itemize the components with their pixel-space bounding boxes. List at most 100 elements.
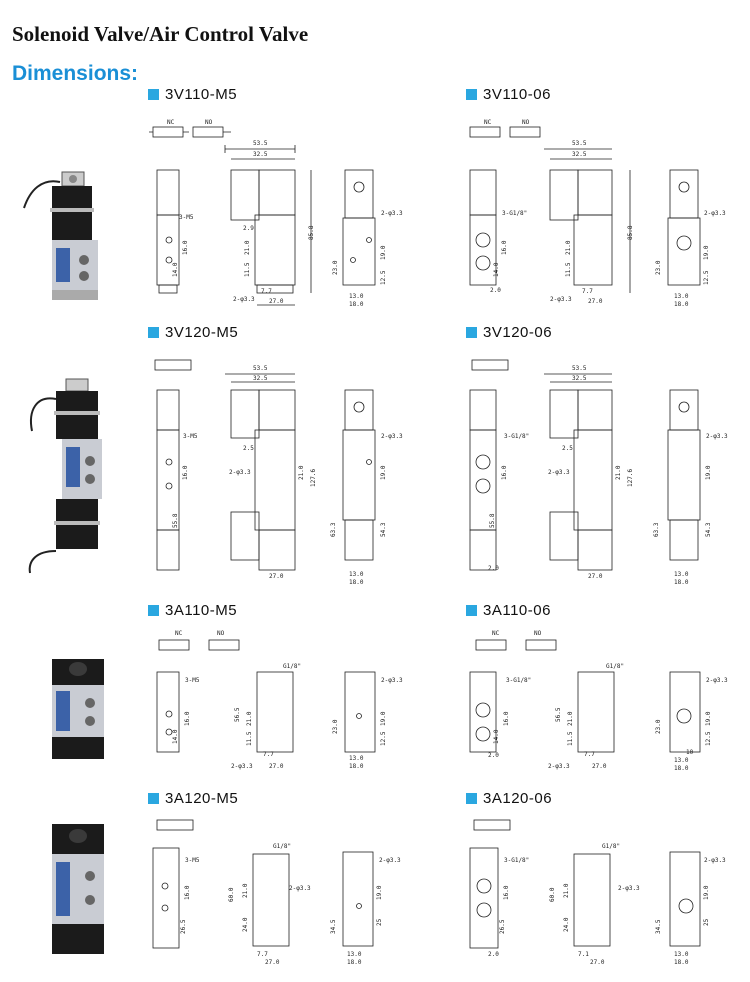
dim-label: 32.5 bbox=[253, 151, 268, 158]
dim-label: 54.3 bbox=[380, 522, 387, 537]
dim-label: 19.0 bbox=[376, 885, 383, 900]
dim-label: NO bbox=[534, 630, 542, 637]
dim-label: 27.0 bbox=[588, 298, 603, 305]
dim-label: 2-φ3.3 bbox=[618, 885, 640, 892]
dim-label: NO bbox=[217, 630, 225, 637]
dim-label: 56.5 bbox=[234, 707, 241, 722]
model-label: 3V120-M5 bbox=[148, 324, 238, 341]
dim-label: 25 bbox=[376, 918, 383, 926]
dim-label: 11.5 bbox=[244, 262, 251, 277]
valve-photo-3a120 bbox=[52, 824, 104, 954]
dim-label: 2-φ3.3 bbox=[231, 763, 253, 770]
dim-label: 2-φ3.3 bbox=[289, 885, 311, 892]
dim-label: 19.0 bbox=[703, 885, 710, 900]
valve-photo-3v110 bbox=[23, 171, 98, 300]
dim-label: 23.0 bbox=[332, 719, 339, 734]
model-marker-icon bbox=[148, 89, 159, 100]
dim-label: 11.5 bbox=[567, 731, 574, 746]
dim-label: 13.0 bbox=[674, 951, 689, 958]
dim-label: 24.0 bbox=[242, 917, 249, 932]
dim-label: 26.5 bbox=[499, 919, 506, 934]
dim-label: 55.8 bbox=[489, 513, 496, 528]
dim-label: 2-φ3.3 bbox=[379, 857, 401, 864]
dim-label: 127.6 bbox=[310, 469, 317, 487]
dim-label: 3-M5 bbox=[185, 677, 200, 684]
dim-label: 27.0 bbox=[265, 959, 280, 966]
dim-label: 2-φ3.3 bbox=[704, 857, 726, 864]
dim-label: G1/8" bbox=[606, 663, 624, 670]
dim-label: 21.0 bbox=[565, 240, 572, 255]
dim-label: 2.9 bbox=[243, 225, 254, 232]
dim-label: 63.3 bbox=[330, 522, 337, 537]
dim-label: 13.0 bbox=[349, 571, 364, 578]
dim-label: 19.0 bbox=[380, 711, 387, 726]
dim-label: 21.0 bbox=[244, 240, 251, 255]
section-heading: Dimensions: bbox=[12, 62, 139, 85]
dim-label: 16.0 bbox=[184, 711, 191, 726]
drawing-3a110-m5: NC NO 3-M5 16.0 14.0 G1/8" 56.5 21.0 11.… bbox=[156, 630, 403, 770]
dim-label: 2-φ3.3 bbox=[548, 469, 570, 476]
dim-label: 11.5 bbox=[246, 731, 253, 746]
dim-label: 2-φ3.3 bbox=[548, 763, 570, 770]
dim-label: 27.0 bbox=[592, 763, 607, 770]
dim-label: 2.5 bbox=[243, 445, 254, 452]
dim-label: 11.5 bbox=[565, 262, 572, 277]
dim-label: 23.0 bbox=[655, 719, 662, 734]
dim-label: 14.0 bbox=[172, 729, 179, 744]
dim-label: 13.0 bbox=[674, 293, 689, 300]
dim-label: NC bbox=[484, 119, 492, 126]
model-label: 3A110-M5 bbox=[148, 602, 237, 619]
dim-label: 60.0 bbox=[228, 887, 235, 902]
model-label: 3V110-06 bbox=[466, 86, 551, 103]
dim-label: 10 bbox=[686, 749, 694, 756]
model-marker-icon bbox=[466, 793, 477, 804]
dim-label: 2-φ3.3 bbox=[381, 210, 403, 217]
dim-label: 7.7 bbox=[261, 288, 272, 295]
dim-label: 14.0 bbox=[493, 262, 500, 277]
dim-label: 27.0 bbox=[590, 959, 605, 966]
dim-label: 18.0 bbox=[674, 579, 689, 586]
dim-label: G1/8" bbox=[283, 663, 301, 670]
dim-label: NC bbox=[175, 630, 183, 637]
dim-label: 19.0 bbox=[380, 245, 387, 260]
model-name: 3A110-M5 bbox=[165, 602, 238, 619]
dim-label: 19.0 bbox=[705, 465, 712, 480]
valve-photo-3v120 bbox=[28, 378, 102, 574]
dim-label: 3-G1/8" bbox=[504, 433, 529, 440]
dim-label: 13.0 bbox=[349, 755, 364, 762]
dim-label: 18.0 bbox=[674, 765, 689, 772]
dim-label: 13.0 bbox=[674, 571, 689, 578]
dim-label: 2.0 bbox=[488, 565, 499, 572]
dim-label: 34.5 bbox=[655, 919, 662, 934]
model-label: 3V110-M5 bbox=[148, 86, 237, 103]
dim-label: 18.0 bbox=[349, 579, 364, 586]
model-name: 3V120-06 bbox=[483, 324, 553, 341]
drawing-3v120-m5: 3-M5 16.0 55.8 53.5 32.5 2.5 2-φ3.3 21.0… bbox=[154, 359, 403, 586]
drawing-3a120-m5: 3-M5 16.0 26.5 G1/8" 60.0 21.0 24.0 2-φ3… bbox=[152, 819, 401, 966]
dim-label: 2-φ3.3 bbox=[704, 210, 726, 217]
dim-label: 54.3 bbox=[705, 522, 712, 537]
dim-label: 12.5 bbox=[380, 731, 387, 746]
dim-label: 2-φ3.3 bbox=[706, 677, 728, 684]
dim-label: NC bbox=[167, 119, 175, 126]
dim-label: 53.5 bbox=[253, 365, 268, 372]
dim-label: 2.0 bbox=[488, 951, 499, 958]
dim-label: 21.0 bbox=[567, 711, 574, 726]
dim-label: 53.5 bbox=[572, 140, 587, 147]
model-label: 3A120-M5 bbox=[148, 790, 238, 807]
dim-label: 18.0 bbox=[347, 959, 362, 966]
dim-label: 3-M5 bbox=[185, 857, 200, 864]
dim-label: 18.0 bbox=[674, 301, 689, 308]
dim-label: 53.5 bbox=[253, 140, 268, 147]
page-title: Solenoid Valve/Air Control Valve bbox=[12, 22, 309, 46]
dim-label: 18.0 bbox=[674, 959, 689, 966]
dim-label: 32.5 bbox=[253, 375, 268, 382]
dim-label: NO bbox=[205, 119, 213, 126]
valve-photo-3a110 bbox=[52, 659, 104, 759]
model-marker-icon bbox=[148, 327, 159, 338]
drawing-3a120-06: 3-G1/8" 16.0 26.5 2.0 G1/8" 60.0 21.0 24… bbox=[469, 819, 726, 966]
dim-label: 2-φ3.3 bbox=[229, 469, 251, 476]
dim-label: 127.6 bbox=[627, 469, 634, 487]
dim-label: 16.0 bbox=[182, 240, 189, 255]
model-name: 3V110-06 bbox=[483, 86, 551, 103]
